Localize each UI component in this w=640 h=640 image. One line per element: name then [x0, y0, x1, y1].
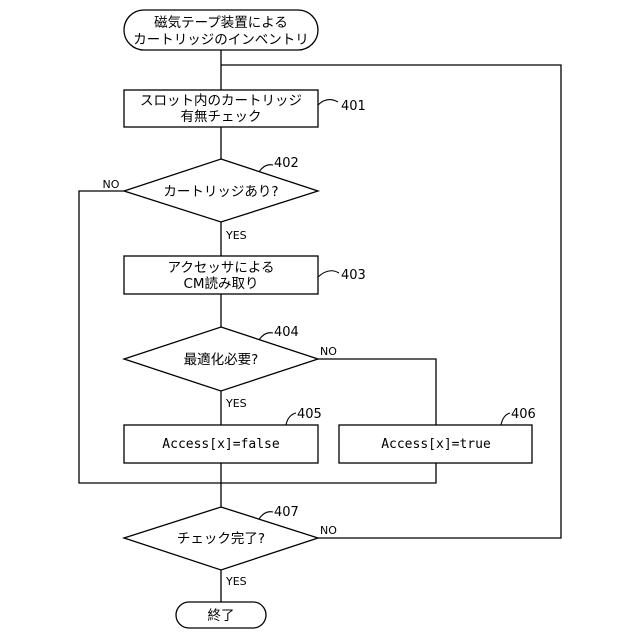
process-box-401-line-2: 有無チェック — [181, 109, 262, 125]
decision-404-text: 最適化必要? — [184, 351, 259, 368]
loop-back-line-407-no — [221, 65, 561, 538]
branch-label-402-yes: YES — [225, 229, 247, 242]
leader-line-405 — [286, 413, 296, 425]
process-box-401-line-1: スロット内のカートリッジ — [140, 93, 302, 109]
end-terminal-text: 終了 — [208, 608, 235, 624]
branch-label-404-yes: YES — [225, 397, 247, 410]
reference-number-405: 405 — [297, 407, 322, 422]
reference-number-402: 402 — [274, 156, 299, 171]
leader-line-401 — [318, 100, 338, 105]
leader-line-407 — [259, 512, 273, 519]
reference-number-404: 404 — [274, 325, 299, 340]
reference-number-403: 403 — [341, 268, 366, 283]
process-box-406-text: Access[x]=true — [381, 437, 491, 452]
process-box-403-line-2: CM読み取り — [183, 276, 258, 292]
start-terminal-line-2: カートリッジのインベントリ — [133, 32, 309, 48]
process-box-403-line-1: アクセッサによる — [168, 260, 275, 276]
branch-line-404-no — [318, 359, 436, 425]
reference-number-401: 401 — [341, 99, 366, 114]
decision-407-text: チェック完了? — [177, 531, 265, 547]
decision-402-text: カートリッジあり? — [163, 184, 278, 200]
reference-number-406: 406 — [511, 407, 536, 422]
branch-label-402-no: NO — [103, 178, 120, 191]
reference-number-407: 407 — [274, 505, 299, 520]
branch-label-404-no: NO — [320, 345, 337, 358]
start-terminal-line-1: 磁気テープ装置による — [154, 15, 288, 31]
process-box-405-text: Access[x]=false — [162, 437, 280, 452]
leader-line-404 — [259, 333, 273, 340]
leader-line-402 — [259, 165, 273, 172]
leader-line-406 — [501, 413, 510, 425]
leader-line-403 — [318, 271, 339, 277]
branch-label-407-yes: YES — [225, 575, 247, 588]
branch-label-407-no: NO — [320, 524, 337, 537]
